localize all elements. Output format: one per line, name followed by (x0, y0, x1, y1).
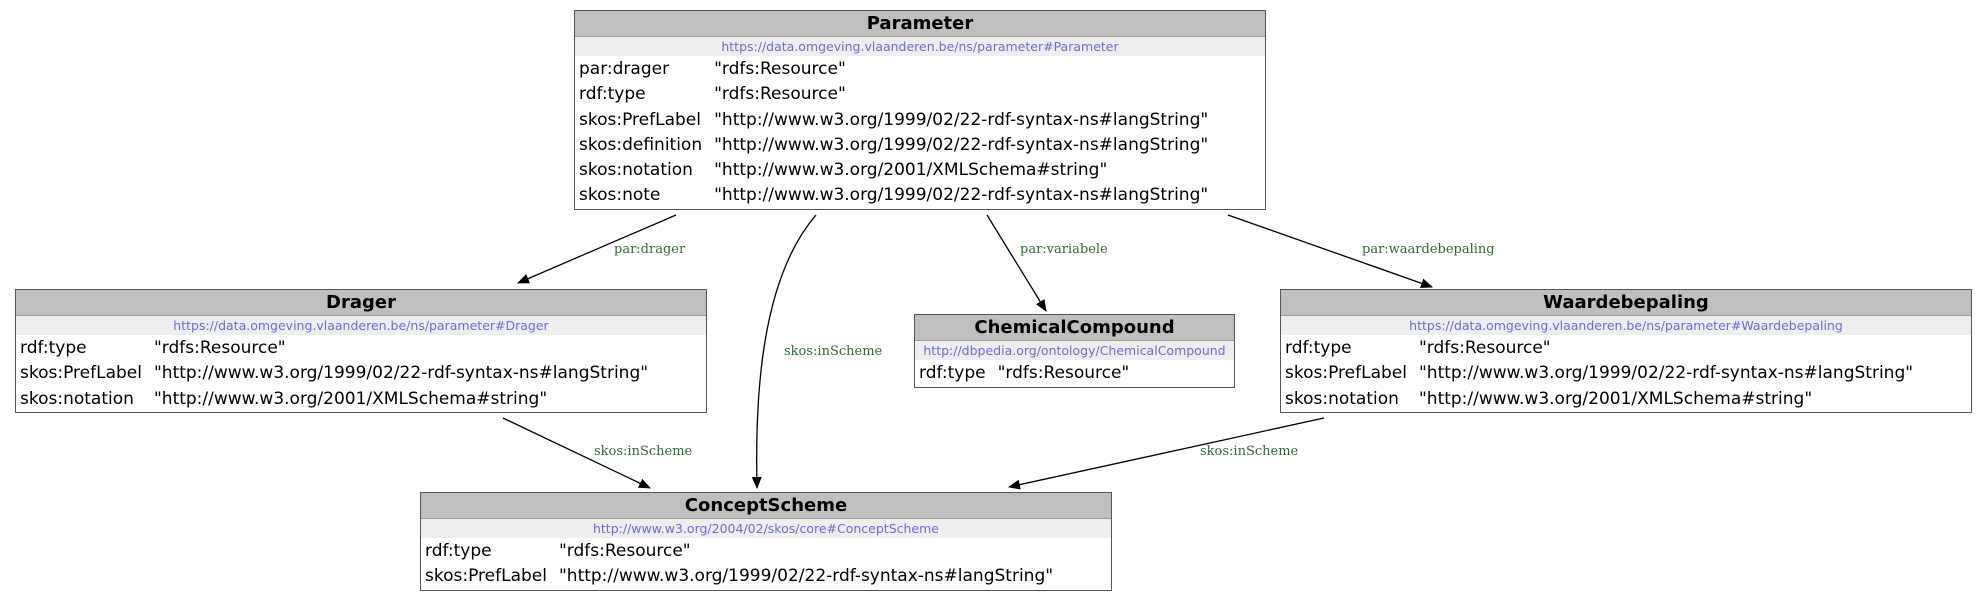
property-name: rdf:type (1285, 338, 1352, 358)
property-name: skos:notation (20, 388, 134, 409)
edge-parameter-chemical (986, 214, 1047, 312)
property-value: "rdfs:Resource" (1418, 338, 1551, 358)
property-row: rdf:type "rdfs:Resource" (1285, 336, 1913, 361)
edge-label-skos-inscheme-parameter: skos:inScheme (784, 344, 883, 359)
edge-label-skos-inscheme-drager: skos:inScheme (594, 444, 693, 459)
edge-label-par-waardebepaling: par:waardebepaling (1362, 242, 1495, 257)
property-row: skos:note "http://www.w3.org/1999/02/22-r… (579, 183, 1208, 208)
node-title: ChemicalCompound (915, 315, 1234, 341)
node-title: Parameter (575, 11, 1265, 37)
edge-waardebepaling-conceptscheme (1008, 417, 1325, 490)
property-name: rdf:type (579, 84, 646, 105)
property-name: skos:PrefLabel (1285, 363, 1407, 384)
property-value: "http://www.w3.org/1999/02/22-rdf-syntax… (558, 566, 1054, 587)
property-value: "http://www.w3.org/1999/02/22-rdf-syntax… (1418, 363, 1914, 384)
property-value: "http://www.w3.org/1999/02/22-rdf-syntax… (714, 134, 1209, 155)
property-row: skos:notation "http://www.w3.org/2001/XML… (1285, 387, 1913, 412)
property-name: skos:PrefLabel (20, 363, 142, 384)
node-chemical-compound: ChemicalCompound http://dbpedia.org/onto… (914, 314, 1235, 388)
property-name: rdf:type (919, 363, 986, 383)
edge-drager-conceptscheme (502, 417, 651, 489)
edge-parameter-waardebepaling (1227, 214, 1433, 289)
node-concept-scheme: ConceptScheme http://www.w3.org/2004/02/… (420, 492, 1112, 591)
property-name: rdf:type (20, 338, 87, 358)
property-row: rdf:type "rdfs:Resource" (579, 82, 1208, 107)
property-row: skos:notation "http://www.w3.org/2001/XML… (20, 387, 648, 412)
property-row: rdf:type "rdfs:Resource" (20, 336, 648, 361)
property-name: skos:notation (1285, 388, 1399, 409)
node-uri: https://data.omgeving.vlaanderen.be/ns/p… (575, 37, 1265, 56)
property-value: "rdfs:Resource" (558, 541, 691, 561)
node-parameter: Parameter https://data.omgeving.vlaander… (574, 10, 1266, 210)
property-name: skos:PrefLabel (425, 566, 547, 587)
property-value: "http://www.w3.org/1999/02/22-rdf-syntax… (714, 109, 1209, 130)
node-title: ConceptScheme (421, 493, 1111, 519)
property-name: rdf:type (425, 541, 492, 561)
property-name: par:drager (579, 59, 670, 79)
node-title: Waardebepaling (1281, 290, 1971, 316)
node-drager: Drager https://data.omgeving.vlaanderen.… (15, 289, 707, 413)
edge-label-par-variabele: par:variabele (1020, 242, 1108, 257)
property-row: skos:notation "http://www.w3.org/2001/XML… (579, 158, 1208, 183)
property-row: rdf:type "rdfs:Resource" (919, 361, 1129, 386)
property-name: skos:note (579, 185, 661, 206)
node-properties: par:drager "rdfs:Resource" rdf:type "rdfs:… (579, 57, 1208, 209)
property-value: "rdfs:Resource" (153, 338, 286, 358)
property-value: "http://www.w3.org/2001/XMLSchema#string… (1418, 388, 1813, 409)
node-title: Drager (16, 290, 706, 316)
node-properties: rdf:type "rdfs:Resource" (919, 361, 1129, 386)
property-value: "rdfs:Resource" (714, 59, 846, 79)
property-row: skos:PrefLabel "http://www.w3.org/1999/02… (425, 564, 1053, 589)
node-uri: https://data.omgeving.vlaanderen.be/ns/p… (16, 316, 706, 335)
property-row: skos:PrefLabel "http://www.w3.org/1999/02… (579, 108, 1208, 133)
edge-parameter-conceptscheme (751, 214, 817, 489)
property-name: skos:PrefLabel (579, 109, 701, 130)
node-properties: rdf:type "rdfs:Resource" skos:PrefLabel "h… (1285, 336, 1913, 412)
edge-parameter-drager (517, 214, 677, 284)
property-value: "rdfs:Resource" (714, 84, 846, 105)
property-value: "rdfs:Resource" (997, 363, 1130, 383)
node-waardebepaling: Waardebepaling https://data.omgeving.vla… (1280, 289, 1972, 413)
node-properties: rdf:type "rdfs:Resource" skos:PrefLabel "h… (20, 336, 648, 412)
property-value: "http://www.w3.org/1999/02/22-rdf-syntax… (153, 363, 649, 384)
property-value: "http://www.w3.org/1999/02/22-rdf-syntax… (714, 185, 1209, 206)
node-uri: http://www.w3.org/2004/02/skos/core#Conc… (421, 519, 1111, 538)
property-name: skos:notation (579, 160, 693, 181)
property-row: skos:definition "http://www.w3.org/1999/0… (579, 133, 1208, 158)
node-uri: https://data.omgeving.vlaanderen.be/ns/p… (1281, 316, 1971, 335)
property-row: par:drager "rdfs:Resource" (579, 57, 1208, 82)
property-value: "http://www.w3.org/2001/XMLSchema#string… (153, 388, 548, 409)
property-row: rdf:type "rdfs:Resource" (425, 539, 1053, 564)
edge-label-skos-inscheme-waardebepaling: skos:inScheme (1200, 444, 1299, 459)
node-properties: rdf:type "rdfs:Resource" skos:PrefLabel "h… (425, 539, 1053, 590)
property-value: "http://www.w3.org/2001/XMLSchema#string… (714, 160, 1108, 181)
property-name: skos:definition (579, 134, 703, 155)
property-row: skos:PrefLabel "http://www.w3.org/1999/02… (20, 361, 648, 386)
node-uri: http://dbpedia.org/ontology/ChemicalComp… (915, 341, 1234, 360)
property-row: skos:PrefLabel "http://www.w3.org/1999/02… (1285, 361, 1913, 386)
edge-label-par-drager: par:drager (614, 242, 686, 257)
